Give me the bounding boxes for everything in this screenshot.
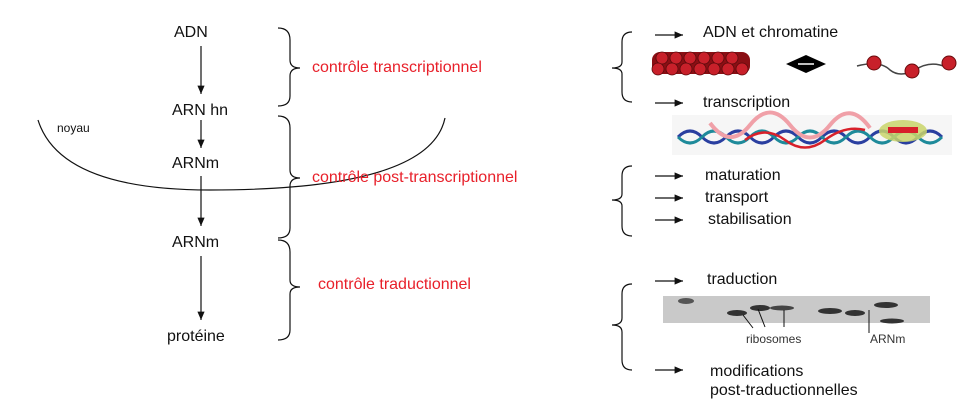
control-traductionnel: contrôle traductionnel <box>318 276 471 293</box>
noyau-label: noyau <box>57 121 90 135</box>
brace-right-2 <box>611 165 633 237</box>
adn-label: ADN <box>174 24 208 41</box>
brace-right-1 <box>611 31 633 103</box>
condensed-chromatin-icon <box>651 51 750 76</box>
ribosomes-label: ribosomes <box>746 332 802 346</box>
brace-post-transcriptionnel <box>277 115 301 239</box>
brace-traductionnel <box>277 239 301 341</box>
stabilisation-label: stabilisation <box>708 211 792 228</box>
post-traductionnelles-label: post-traductionnelles <box>710 382 858 399</box>
arn-hn-label: ARN hn <box>172 102 229 119</box>
equilibrium-diamond-icon <box>786 55 826 73</box>
brace-right-3 <box>611 283 633 371</box>
brace-transcriptionnel <box>277 27 301 107</box>
dna-transcription-image <box>672 110 952 155</box>
open-chromatin-icon <box>856 55 957 79</box>
transport-label: transport <box>705 189 769 206</box>
control-post-transcriptionnel: contrôle post-transcriptionnel <box>312 169 518 186</box>
maturation-label: maturation <box>705 167 781 184</box>
arnm-nucleus-label: ARNm <box>172 155 220 172</box>
proteine-label: protéine <box>167 328 225 345</box>
transcription-label: transcription <box>703 94 791 111</box>
modifications-label: modifications <box>710 363 804 380</box>
nucleus-membrane-arc <box>37 117 446 191</box>
traduction-label: traduction <box>707 271 778 288</box>
adn-chromatine-label: ADN et chromatine <box>703 24 839 41</box>
arnm-cytoplasm-label: ARNm <box>172 234 220 251</box>
arnm-micrograph-label: ARNm <box>870 332 906 346</box>
ribosome-micrograph-image <box>663 296 930 333</box>
control-transcriptionnel: contrôle transcriptionnel <box>312 59 482 76</box>
